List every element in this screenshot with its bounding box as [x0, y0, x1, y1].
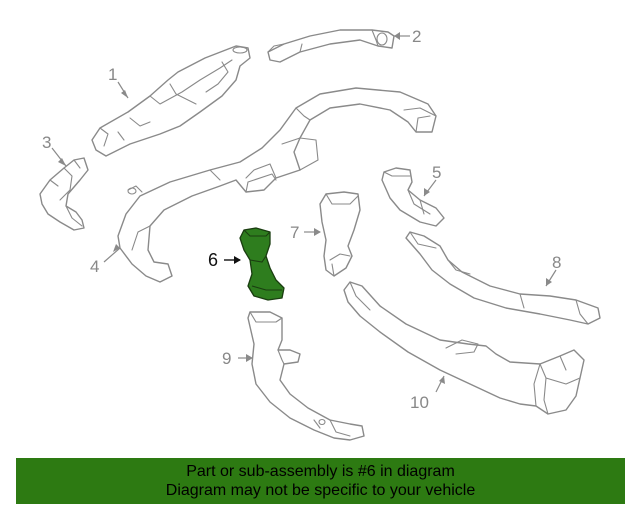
banner-line-disclaimer: Diagram may not be specific to your vehi…	[165, 482, 476, 499]
callout-6: 6	[208, 250, 218, 270]
callout-4: 4	[90, 257, 99, 276]
info-banner: Part or sub-assembly is #6 in diagram Di…	[16, 458, 625, 504]
part-4-duct[interactable]	[117, 87, 437, 283]
part-2-duct[interactable]	[267, 29, 395, 63]
parts-diagram: 1 2 3 4 5 6 7 8 9 10	[39, 27, 601, 441]
part-9-duct[interactable]	[247, 311, 365, 441]
callout-9: 9	[222, 349, 231, 368]
part-5-duct[interactable]	[381, 167, 445, 227]
part-10-duct[interactable]	[343, 281, 585, 415]
callout-5: 5	[432, 163, 441, 182]
leader-arrowheads	[58, 32, 552, 384]
part-1-duct[interactable]	[91, 45, 251, 157]
callout-2: 2	[412, 27, 421, 46]
callout-3: 3	[42, 133, 51, 152]
callout-8: 8	[552, 253, 561, 272]
banner-line-part: Part or sub-assembly is #6 in diagram	[186, 463, 455, 480]
part-7-duct[interactable]	[319, 191, 361, 277]
part-6-duct-highlighted[interactable]	[239, 227, 285, 301]
callout-10: 10	[410, 393, 429, 412]
callout-7: 7	[290, 223, 299, 242]
callout-1: 1	[108, 65, 117, 84]
part-3-duct[interactable]	[39, 157, 89, 231]
part-8-duct[interactable]	[405, 231, 601, 325]
